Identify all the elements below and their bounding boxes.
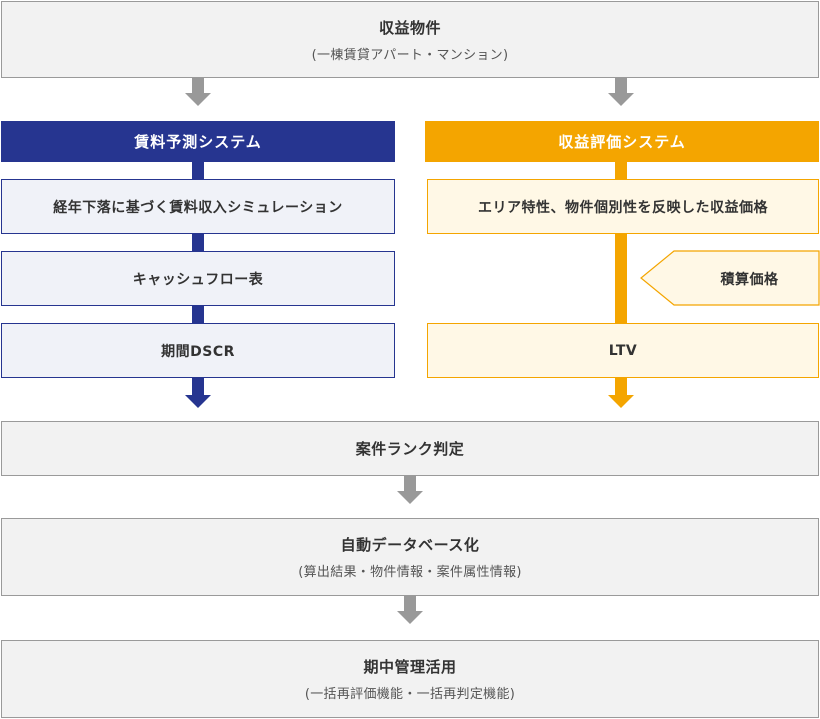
auto-database-subtitle: (算出結果・物件情報・案件属性情報) bbox=[298, 565, 522, 580]
auto-database-box: 自動データベース化 (算出結果・物件情報・案件属性情報) bbox=[1, 518, 819, 596]
arrow-down-blue bbox=[185, 395, 211, 408]
arrow-down-orange bbox=[608, 395, 634, 408]
arrow-stem-database bbox=[404, 596, 416, 611]
rank-judgment-box: 案件ランク判定 bbox=[1, 421, 819, 476]
arrow-stem-rank bbox=[404, 476, 416, 491]
interim-management-subtitle: (一括再評価機能・一括再判定機能) bbox=[304, 687, 516, 702]
cashflow-table-box: キャッシュフロー表 bbox=[1, 251, 395, 306]
interim-management-box: 期中管理活用 (一括再評価機能・一括再判定機能) bbox=[1, 640, 819, 718]
income-price-box: エリア特性、物件個別性を反映した収益価格 bbox=[427, 179, 819, 234]
rent-simulation-box: 経年下落に基づく賃料収入シミュレーション bbox=[1, 179, 395, 234]
arrow-down-database bbox=[397, 611, 423, 624]
arrow-stem-right-top bbox=[615, 78, 627, 93]
interim-management-title: 期中管理活用 bbox=[363, 658, 457, 676]
income-valuation-header: 収益評価システム bbox=[425, 121, 819, 162]
auto-database-title: 自動データベース化 bbox=[340, 536, 480, 554]
source-property-subtitle: (一棟賃貸アパート・マンション) bbox=[311, 47, 509, 63]
source-property-title: 収益物件 bbox=[378, 18, 441, 37]
ltv-box: LTV bbox=[427, 323, 819, 378]
arrow-down-left-top bbox=[185, 93, 211, 106]
cost-price-label: 積算価格 bbox=[720, 271, 779, 288]
arrow-stem-left-top bbox=[192, 78, 204, 93]
arrow-down-right-top bbox=[608, 93, 634, 106]
arrow-down-rank bbox=[397, 491, 423, 504]
period-dscr-box: 期間DSCR bbox=[1, 323, 395, 378]
rank-judgment-title: 案件ランク判定 bbox=[355, 440, 465, 458]
rent-forecast-header: 賃料予測システム bbox=[1, 121, 395, 162]
source-property-box: 収益物件 (一棟賃貸アパート・マンション) bbox=[1, 1, 819, 78]
